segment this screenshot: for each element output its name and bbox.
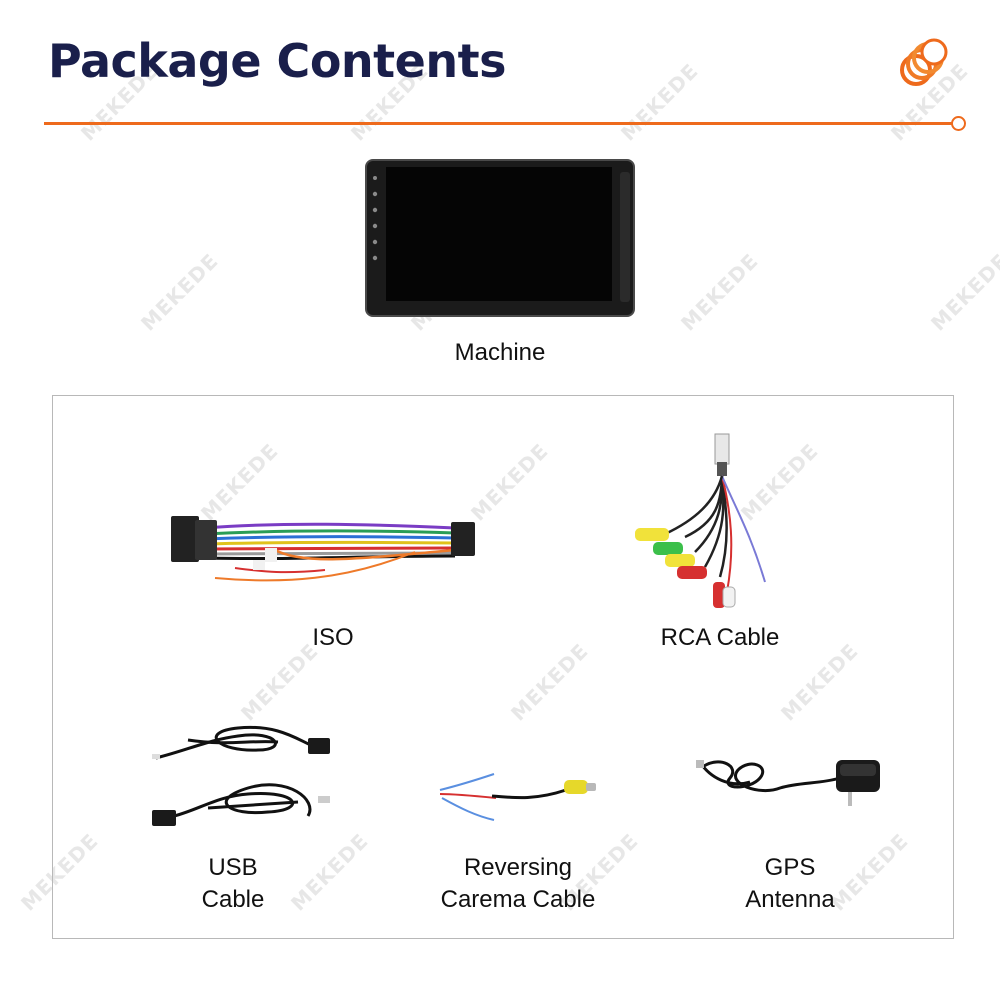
gps-antenna-label-line1: GPS <box>764 854 816 881</box>
machine-label: Machine <box>454 339 546 366</box>
rca-cable-icon <box>635 433 766 608</box>
divider-end-dot <box>951 116 966 131</box>
iso-label: ISO <box>312 624 354 651</box>
usb-cable-label-line1: USB <box>208 854 258 881</box>
accessories-panel <box>52 395 954 939</box>
watermark-text: MEKEDE <box>136 248 223 336</box>
reversing-cable-label-line2: Carema Cable <box>440 886 596 913</box>
coil-logo-icon <box>900 38 948 86</box>
gps-antenna-icon <box>696 760 880 806</box>
iso-harness-icon <box>171 516 475 582</box>
car-stereo-screen-icon <box>365 159 635 317</box>
usb-cable-icon <box>152 725 330 826</box>
watermark-text: MEKEDE <box>616 58 703 146</box>
header-divider <box>44 122 954 125</box>
reversing-cable-label-line1: Reversing <box>463 854 573 881</box>
watermark-text: MEKEDE <box>676 248 763 336</box>
watermark-text: MEKEDE <box>926 248 1000 336</box>
reversing-camera-cable-icon <box>439 773 596 821</box>
gps-antenna-label-line2: Antenna <box>745 886 835 913</box>
rca-cable-label: RCA Cable <box>660 624 780 651</box>
page-title: Package Contents <box>48 34 506 88</box>
usb-cable-label-line2: Cable <box>201 886 265 913</box>
